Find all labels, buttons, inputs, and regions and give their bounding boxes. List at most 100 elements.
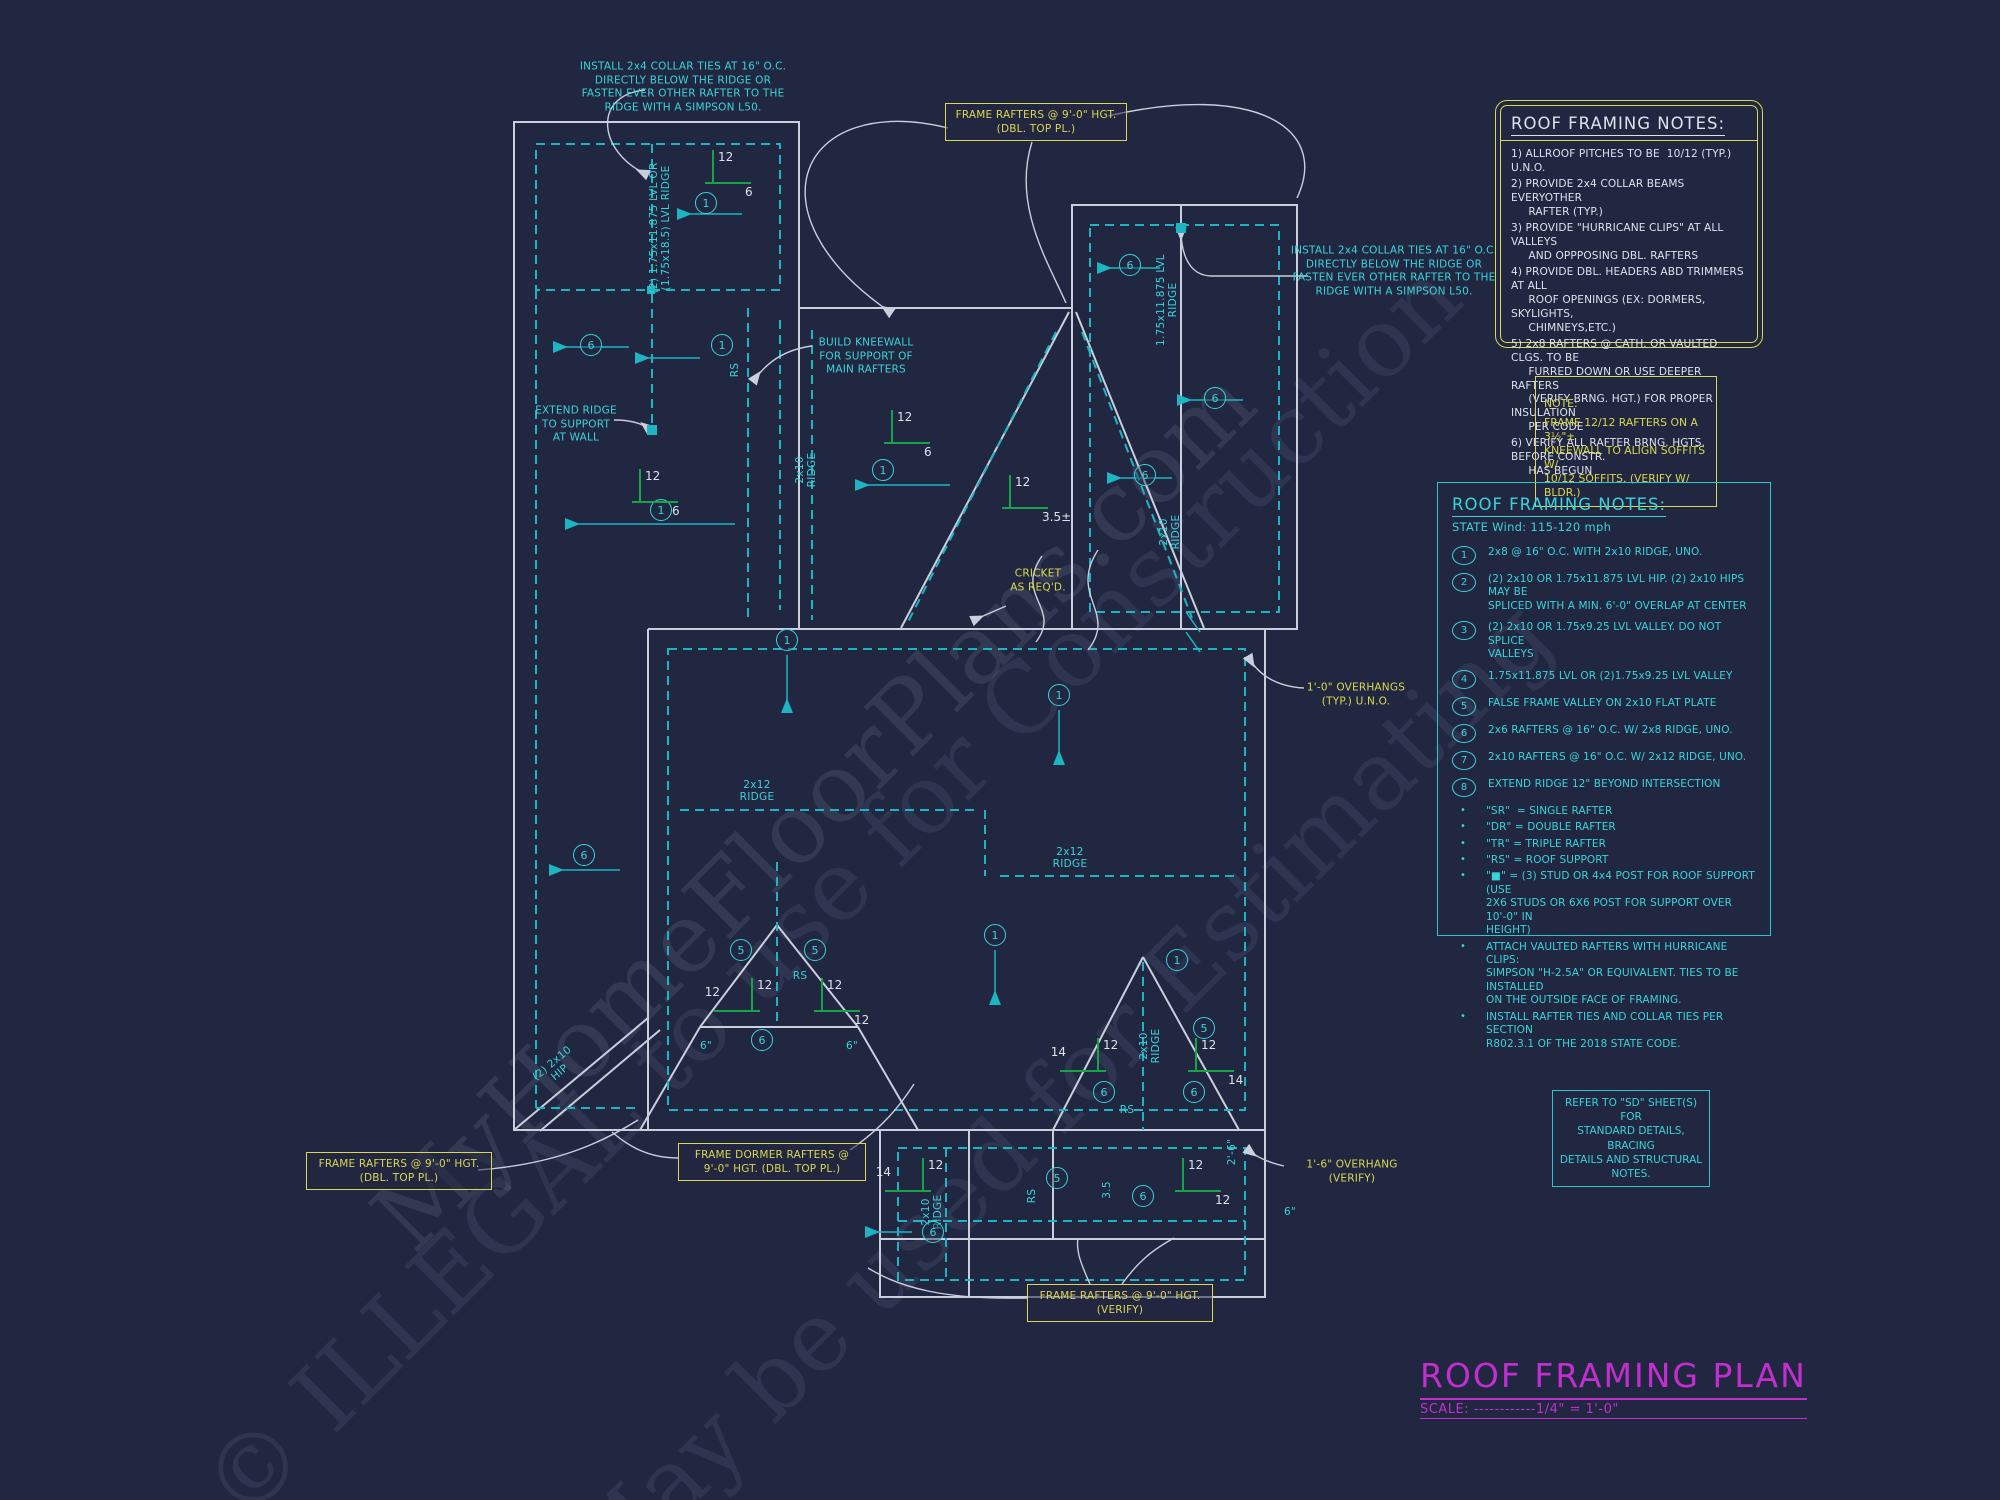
- item-text: 1.75x11.875 LVL OR (2)1.75x9.25 LVL VALL…: [1488, 669, 1733, 682]
- roof-framing-notes-panel-inner: ROOF FRAMING NOTES: 1) ALLROOF PITCHES T…: [1500, 105, 1758, 477]
- ridge-label: 2'-6": [1225, 1138, 1238, 1166]
- roof-support-posts: [647, 223, 1186, 435]
- item-number-bubble: 6: [1452, 723, 1476, 743]
- framing-schedule-item: 6 2x6 RAFTERS @ 16" O.C. W/ 2x8 RIDGE, U…: [1452, 723, 1756, 743]
- pitch-run-arm: [1002, 507, 1048, 509]
- bullet-text: "SR" = SINGLE RAFTER: [1486, 804, 1613, 817]
- pitch-rise-value: 12: [1201, 1038, 1217, 1052]
- bullet-text: INSTALL RAFTER TIES AND COLLAR TIES PER …: [1486, 1010, 1724, 1050]
- pitch-run-value: 14: [1050, 1045, 1066, 1059]
- pitch-rise-value: 12: [1188, 1158, 1204, 1172]
- bullet-icon: •: [1460, 940, 1466, 952]
- bullet-icon: •: [1460, 804, 1466, 816]
- ridge-label: (2) 1.75x11.875 LVL OR (1.75x18.5) LVL R…: [647, 162, 672, 294]
- ridge-label: 6": [699, 1039, 713, 1052]
- leader-lines: [477, 89, 1308, 1299]
- roof-framing-note-item: 6) VERIFY ALL RAFTER BRNG. HGTS. BEFORE …: [1511, 437, 1706, 478]
- framing-schedule-item: 1 2x8 @ 16" O.C. WITH 2x10 RIDGE, UNO.: [1452, 546, 1756, 565]
- reference-number-bubble: 5: [804, 939, 826, 961]
- roof-framing-note-item: 4) PROVIDE DBL. HEADERS ABD TRIMMERS AT …: [1511, 265, 1744, 334]
- framing-schedule-bullet: • INSTALL RAFTER TIES AND COLLAR TIES PE…: [1452, 1011, 1756, 1051]
- pitch-run-arm: [885, 1190, 931, 1192]
- item-number-bubble: 7: [1452, 750, 1476, 770]
- pitch-rise-value: 12: [827, 978, 843, 992]
- bullet-text: "DR" = DOUBLE RAFTER: [1486, 821, 1616, 834]
- roof-framing-note-item: 1) ALLROOF PITCHES TO BE 10/12 (TYP.) U.…: [1511, 148, 1735, 174]
- ridge-label: 2x10 RIDGE: [793, 452, 818, 488]
- item-number-bubble: 2: [1452, 573, 1476, 592]
- bullet-text: ATTACH VAULTED RAFTERS WITH HURRICANE CL…: [1486, 940, 1739, 1007]
- reference-number-bubble: 6: [573, 844, 595, 866]
- roof-framing-note-item: 2) PROVIDE 2x4 COLLAR BEAMS EVERYOTHER R…: [1511, 177, 1685, 218]
- bullet-text: "■" = (3) STUD OR 4x4 POST FOR ROOF SUPP…: [1486, 870, 1755, 937]
- pitch-run-arm: [714, 1010, 760, 1012]
- pitch-run-arm: [884, 442, 930, 444]
- reference-number-bubble: 1: [1048, 684, 1070, 706]
- drawing-scale: SCALE: ------------1/4" = 1'-0": [1420, 1400, 1807, 1419]
- pitch-rise-value: 12: [1103, 1038, 1119, 1052]
- reference-number-bubble: 6: [922, 1221, 944, 1243]
- pitch-rise-arm: [891, 410, 893, 444]
- panel-divider: [1501, 140, 1757, 141]
- pitch-rise-arm: [639, 469, 641, 503]
- bullet-icon: •: [1460, 870, 1466, 882]
- reference-number-bubble: 6: [1093, 1081, 1115, 1103]
- pitch-run-value: 6: [745, 185, 753, 199]
- pitch-rise-value: 12: [897, 410, 913, 424]
- reference-number-bubble: 6: [1183, 1081, 1205, 1103]
- drawing-title-block: ROOF FRAMING PLAN SCALE: ------------1/4…: [1420, 1356, 1807, 1419]
- ridge-label: 6": [1283, 1205, 1297, 1218]
- reference-number-bubble: 5: [1046, 1167, 1068, 1189]
- pitch-rise-value: 12: [645, 469, 661, 483]
- item-text: 2x8 @ 16" O.C. WITH 2x10 RIDGE, UNO.: [1488, 546, 1703, 558]
- framing-schedule-bullet: • "DR" = DOUBLE RAFTER: [1452, 821, 1756, 834]
- bullet-icon: •: [1460, 1010, 1466, 1022]
- pitch-run-value: 14: [1228, 1073, 1244, 1087]
- overhang-1-6-note: 1'-6" OVERHANG (VERIFY): [1306, 1158, 1398, 1184]
- roof-outline: [513, 121, 1298, 1298]
- framing-schedule-panel: ROOF FRAMING NOTES: STATE Wind: 115-120 …: [1437, 482, 1771, 1050]
- pitch-rise-arm: [751, 978, 753, 1012]
- item-text: (2) 2x10 OR 1.75x9.25 LVL VALLEY. DO NOT…: [1488, 621, 1722, 661]
- pitch-rise-arm: [821, 978, 823, 1012]
- roof-framing-note-item: 3) PROVIDE "HURRICANE CLIPS" AT ALL VALL…: [1511, 221, 1724, 262]
- roof-framing-notes-panel: ROOF FRAMING NOTES: 1) ALLROOF PITCHES T…: [1495, 100, 1763, 477]
- collar-ties-note-right: INSTALL 2x4 COLLAR TIES AT 16" O.C. DIRE…: [1290, 244, 1498, 298]
- ridge-label: 6": [845, 1039, 859, 1052]
- drawing-title: ROOF FRAMING PLAN: [1420, 1356, 1807, 1400]
- pitch-rise-value: 12: [757, 978, 773, 992]
- pitch-rise-value: 12: [718, 150, 734, 164]
- collar-ties-note-top: INSTALL 2x4 COLLAR TIES AT 16" O.C. DIRE…: [579, 60, 787, 114]
- overhang-1-0-note: 1'-0" OVERHANGS (TYP.) U.N.O.: [1306, 681, 1406, 707]
- note-label: NOTE:: [1544, 397, 1578, 411]
- item-text: (2) 2x10 OR 1.75x11.875 LVL HIP. (2) 2x1…: [1488, 573, 1747, 612]
- ridge-label: 1.75x11.875 LVL RIDGE: [1154, 254, 1179, 346]
- framing-schedule-bullet: • ATTACH VAULTED RAFTERS WITH HURRICANE …: [1452, 941, 1756, 1008]
- pitch-run-arm: [705, 182, 751, 184]
- roof-framing-notes-title: ROOF FRAMING NOTES:: [1511, 114, 1726, 136]
- reference-number-bubble: 1: [695, 192, 717, 214]
- pitch-run-arm: [1060, 1070, 1106, 1072]
- pitch-run-arm: [1188, 1070, 1234, 1072]
- ridge-label: 2x10 RIDGE: [1137, 1028, 1162, 1064]
- bullet-icon: •: [1460, 837, 1466, 849]
- bullet-icon: •: [1460, 853, 1466, 865]
- pitch-rise-arm: [1009, 475, 1011, 509]
- reference-number-bubble: 1: [1166, 949, 1188, 971]
- item-number-bubble: 4: [1452, 669, 1476, 689]
- item-number-bubble: 3: [1452, 621, 1476, 641]
- bullet-text: "RS" = ROOF SUPPORT: [1486, 853, 1609, 866]
- framing-schedule-bullet-list: • "SR" = SINGLE RAFTER • "DR" = DOUBLE R…: [1452, 805, 1756, 1051]
- bullet-text: "TR" = TRIPLE RAFTER: [1486, 837, 1607, 850]
- roof-framing-note-item: 5) 2x8 RAFTERS @ CATH. OR VAULTED CLGS. …: [1511, 337, 1718, 434]
- roof-framing-notes-list: 1) ALLROOF PITCHES TO BE 10/12 (TYP.) U.…: [1511, 148, 1747, 479]
- item-text: FALSE FRAME VALLEY ON 2x10 FLAT PLATE: [1488, 696, 1717, 709]
- framing-schedule-wind-rating: STATE Wind: 115-120 mph: [1452, 520, 1612, 534]
- framing-schedule-item: 5 FALSE FRAME VALLEY ON 2x10 FLAT PLATE: [1452, 696, 1756, 716]
- note-text: FRAME 12/12 RAFTERS ON A 3½"± KNEEWALL T…: [1544, 416, 1706, 500]
- cricket-note: CRICKET AS REQ'D.: [1010, 567, 1066, 593]
- item-text: 2x10 RAFTERS @ 16" O.C. W/ 2x12 RIDGE, U…: [1488, 750, 1747, 763]
- build-kneewall-note: BUILD KNEEWALL FOR SUPPORT OF MAIN RAFTE…: [818, 336, 914, 376]
- reference-number-bubble: 6: [1119, 254, 1141, 276]
